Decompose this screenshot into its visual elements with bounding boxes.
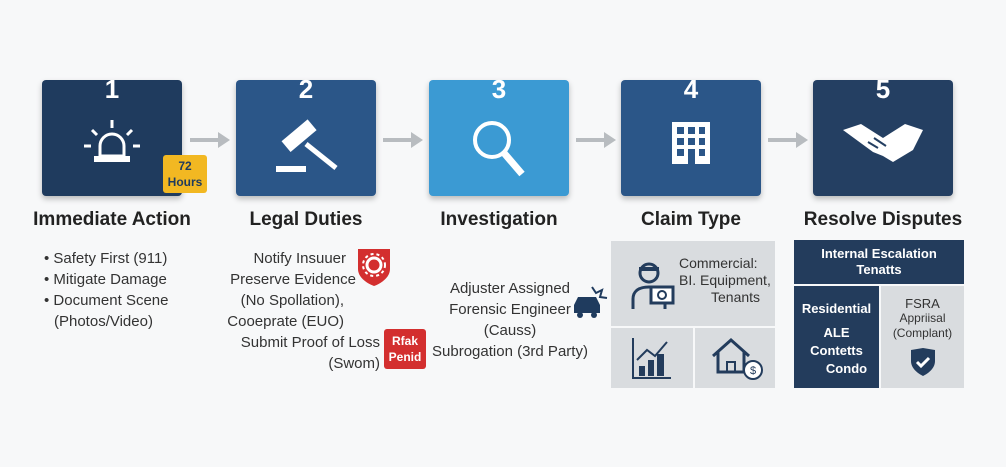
handshake-icon [813, 118, 953, 173]
step-5-box: 5 [813, 74, 953, 196]
step-4-box: 4 [621, 74, 761, 196]
step-title: Investigation [440, 209, 558, 230]
commercial-text: Commercial: BI. Equipment, Tenants [679, 255, 771, 306]
residential-item: Condo [825, 361, 868, 376]
step-number: 2 [298, 74, 314, 104]
fsra-item: (Complant) [892, 326, 953, 340]
svg-text:$: $ [750, 365, 756, 377]
commercial-label: Commercial: [679, 255, 758, 271]
list-item: Cooeprate (EUO) [227, 313, 344, 330]
72-hours-badge: 72 Hours [163, 155, 207, 193]
step-title: Legal Duties [249, 209, 363, 230]
shield-check-icon [881, 347, 964, 381]
list-item: Submit Proof of Loss (Swom) [240, 334, 380, 372]
list-item: Subrogation (3rd Party) [432, 343, 588, 360]
step-title: Resolve Disputes [803, 209, 963, 230]
worker-camera-icon [629, 259, 679, 316]
list-item: Forensic Engineer [449, 301, 571, 318]
residential-cell: Residential ALE Contetts Condo [794, 286, 879, 388]
residential-item: ALE [823, 325, 850, 340]
list-item: • Safety First (911) [44, 250, 168, 267]
step-3-list: Adjuster Assigned Forensic Engineer (Cau… [430, 278, 590, 362]
residential-label: Residential [801, 301, 872, 316]
step-title: Claim Type [641, 209, 741, 230]
arrow-icon [190, 132, 230, 148]
step-number: 1 [104, 74, 120, 104]
house-money-icon: $ [709, 334, 765, 387]
siren-icon [42, 118, 182, 173]
step-2-list: Notify Insuuer Preserve Evidence (No Spo… [190, 248, 380, 374]
step-number: 5 [875, 74, 891, 104]
home-cost-cell: $ [695, 328, 775, 388]
internal-item: Tenatts [856, 262, 902, 277]
arrow-icon [576, 132, 616, 148]
step-2-box: 2 [236, 74, 376, 196]
internal-label: Internal Escalation [821, 246, 937, 261]
commercial-item: BI. Equipment, [679, 272, 771, 288]
car-accident-icon [570, 285, 610, 326]
shield-gear-icon [356, 247, 392, 292]
magnifier-icon [429, 118, 569, 183]
risk-period-badge: Rfak Penid [384, 329, 426, 369]
step-1-list: • Safety First (911) • Mitigate Damage •… [44, 248, 168, 332]
list-item: • Document Scene [44, 292, 169, 309]
arrow-icon [383, 132, 423, 148]
list-item: Preserve Evidence [230, 271, 356, 288]
list-item: (Photos/Video) [54, 313, 153, 330]
list-item: (No Spollation), [240, 292, 344, 309]
step-1-box: 1 [42, 74, 182, 196]
gavel-icon [236, 118, 376, 183]
residential-item: Contetts [810, 343, 863, 358]
building-icon [621, 118, 761, 173]
growth-chart-cell [611, 328, 693, 388]
fsra-label: FSRA [905, 296, 940, 311]
fsra-cell: FSRA Appriisal (Complant) [881, 286, 964, 388]
list-item: Adjuster Assigned [449, 280, 571, 297]
commercial-cell: Commercial: BI. Equipment, Tenants [611, 241, 775, 326]
list-item: Notify Insuuer [253, 250, 346, 267]
internal-escalation-cell: Internal Escalation Tenatts [794, 240, 964, 284]
step-3-box: 3 [429, 74, 569, 196]
step-number: 3 [491, 74, 507, 104]
fsra-item: Appriisal [899, 311, 946, 325]
step-number: 4 [683, 74, 699, 104]
growth-chart-icon [631, 336, 673, 385]
list-item: • Mitigate Damage [44, 271, 167, 288]
commercial-item: Tenants [711, 289, 761, 305]
step-title: Immediate Action [33, 209, 191, 230]
arrow-icon [768, 132, 808, 148]
list-item: (Causs) [483, 322, 537, 339]
